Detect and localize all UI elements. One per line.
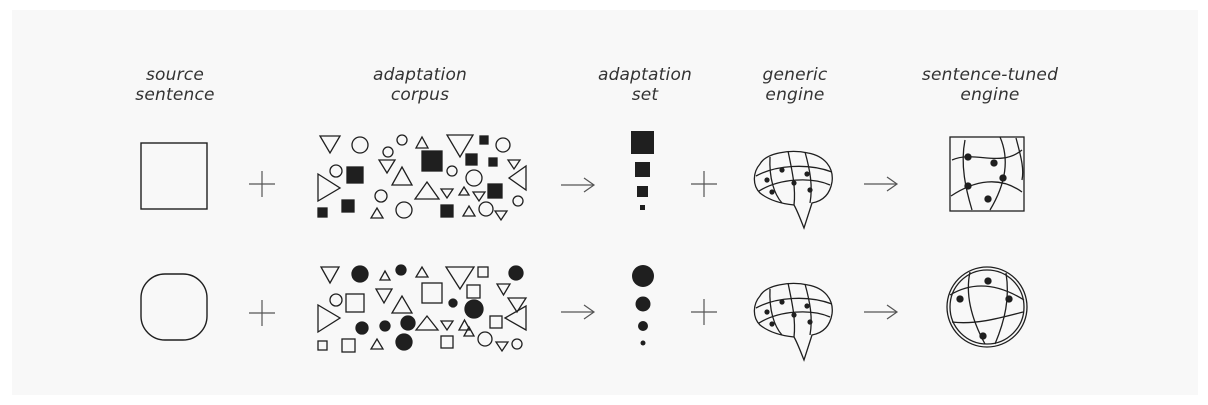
label-adaptation-corpus: adaptation corpus <box>345 65 495 105</box>
label-line: generic <box>762 65 828 85</box>
generic-engine-brain-icon <box>753 150 833 229</box>
label-adaptation-set: adaptation set <box>570 65 720 105</box>
label-line: engine <box>960 85 1020 105</box>
plus-icon <box>249 300 275 326</box>
label-line: adaptation <box>372 65 468 85</box>
sentence-tuned-square-engine-icon <box>949 136 1025 212</box>
label-line: corpus <box>390 85 450 105</box>
label-line: set <box>631 85 659 105</box>
plus-icon <box>249 171 275 197</box>
adaptation-corpus-shapes-row2 <box>317 264 528 353</box>
source-square <box>140 142 208 210</box>
arrow-icon <box>864 176 899 192</box>
plus-icon <box>691 171 717 197</box>
label-line: adaptation <box>597 65 693 85</box>
label-line: source <box>145 65 205 85</box>
arrow-icon <box>864 304 899 320</box>
adaptation-set-squares <box>631 131 654 210</box>
label-line: sentence <box>135 85 215 105</box>
adaptation-corpus-shapes-row1 <box>317 134 527 222</box>
label-sentence-tuned-engine: sentence-tuned engine <box>895 65 1085 105</box>
generic-engine-brain-icon <box>753 282 833 361</box>
label-line: engine <box>765 85 825 105</box>
arrow-icon <box>561 177 596 193</box>
sentence-tuned-circle-engine-icon <box>946 266 1028 348</box>
label-source-sentence: source sentence <box>115 65 235 105</box>
adaptation-set-circles <box>632 265 654 346</box>
arrow-icon <box>561 304 596 320</box>
plus-icon <box>691 299 717 325</box>
label-generic-engine: generic engine <box>735 65 855 105</box>
label-line: sentence-tuned <box>921 65 1059 85</box>
source-circle <box>140 273 208 341</box>
